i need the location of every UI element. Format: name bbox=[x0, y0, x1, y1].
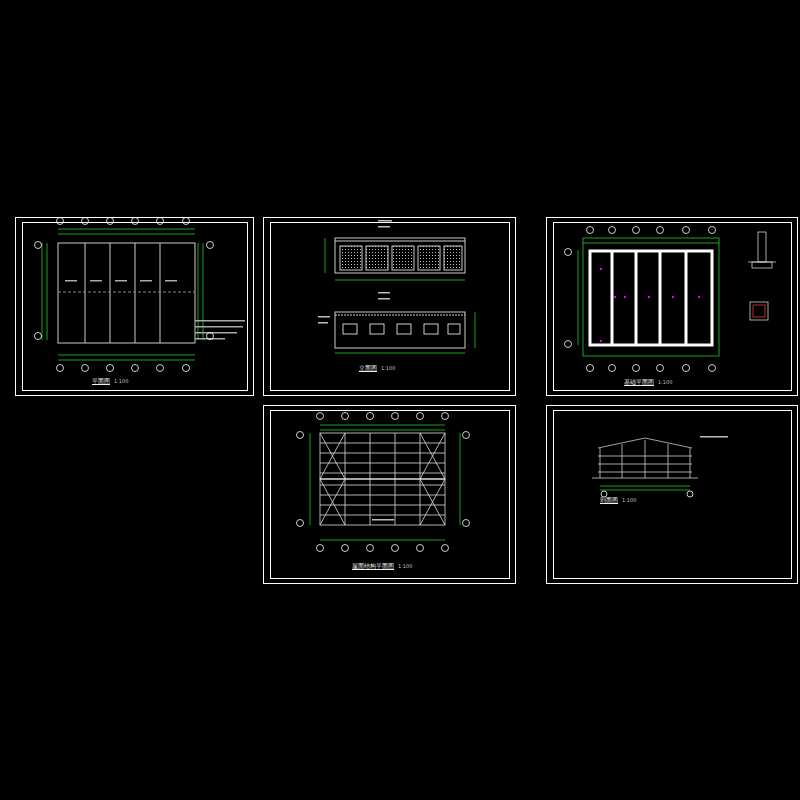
drawing-title: 基础平面图 bbox=[624, 378, 654, 386]
drawing-title: 剖面图 bbox=[600, 496, 618, 504]
sheet-title: 剖面图 1:100 bbox=[600, 496, 636, 504]
drawing-scale: 1:100 bbox=[398, 562, 412, 570]
drawing-scale: 1:100 bbox=[114, 377, 128, 385]
drawing-title: 立面图 bbox=[359, 364, 377, 372]
drawing-scale: 1:100 bbox=[622, 496, 636, 504]
sheet-title: 基础平面图 1:100 bbox=[624, 378, 672, 386]
drawing-scale: 1:100 bbox=[381, 364, 395, 372]
drawing-title: 平面图 bbox=[92, 377, 110, 385]
drawing-scale: 1:100 bbox=[658, 378, 672, 386]
sheet-title: 屋面结构平面图 1:100 bbox=[352, 562, 412, 570]
sheet-title: 平面图 1:100 bbox=[92, 377, 128, 385]
drawing-title: 屋面结构平面图 bbox=[352, 562, 394, 570]
sheet-title: 立面图 1:100 bbox=[359, 364, 395, 372]
